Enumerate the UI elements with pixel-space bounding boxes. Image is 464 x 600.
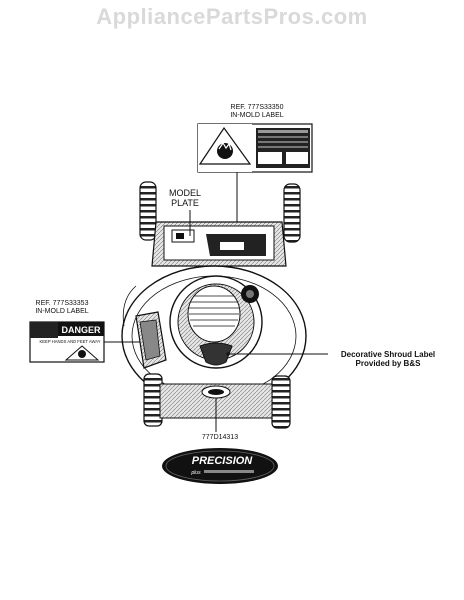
- model-line2: PLATE: [171, 198, 199, 209]
- model-line1: MODEL: [168, 188, 201, 198]
- top-danger-label: [197, 123, 313, 173]
- rear-housing: [151, 221, 287, 267]
- shroud-line1: Decorative Shroud Label: [340, 350, 436, 359]
- front-left-wheel: [143, 373, 163, 427]
- ref-left-label: REF. 777S33353 IN-MOLD LABEL: [22, 300, 102, 316]
- shroud-line2: Provided by B&S: [355, 359, 421, 369]
- ref-left-line2: IN-MOLD LABEL: [35, 308, 89, 316]
- precision-plus-logo: PRECISION plus: [162, 448, 278, 484]
- ref-top-label: REF. 777S33350 IN-MOLD LABEL: [212, 104, 302, 120]
- ref-left-line1: REF. 777S33353: [35, 300, 89, 307]
- watermark: AppliancePartsPros.com: [96, 4, 368, 29]
- ref-top-line1: REF. 777S33350: [230, 104, 284, 111]
- logo-sub: plus: [190, 470, 201, 476]
- rear-left-wheel: [139, 181, 157, 241]
- shroud-label: Decorative Shroud Label Provided by B&S: [326, 350, 450, 368]
- danger-word: DANGER: [61, 325, 101, 335]
- front-right-wheel: [271, 375, 291, 429]
- ref-top-line2: IN-MOLD LABEL: [230, 112, 284, 120]
- left-danger-label: DANGER KEEP HANDS AND FEET AWAY: [29, 321, 105, 363]
- engine: [169, 275, 263, 369]
- logo-word: PRECISION: [192, 455, 254, 467]
- rear-right-wheel: [283, 183, 301, 243]
- model-plate-label: MODEL PLATE: [160, 188, 210, 209]
- danger-subtext: KEEP HANDS AND FEET AWAY: [39, 339, 100, 344]
- side-discharge: [135, 311, 167, 369]
- part-number-label: 777D14313: [201, 434, 239, 441]
